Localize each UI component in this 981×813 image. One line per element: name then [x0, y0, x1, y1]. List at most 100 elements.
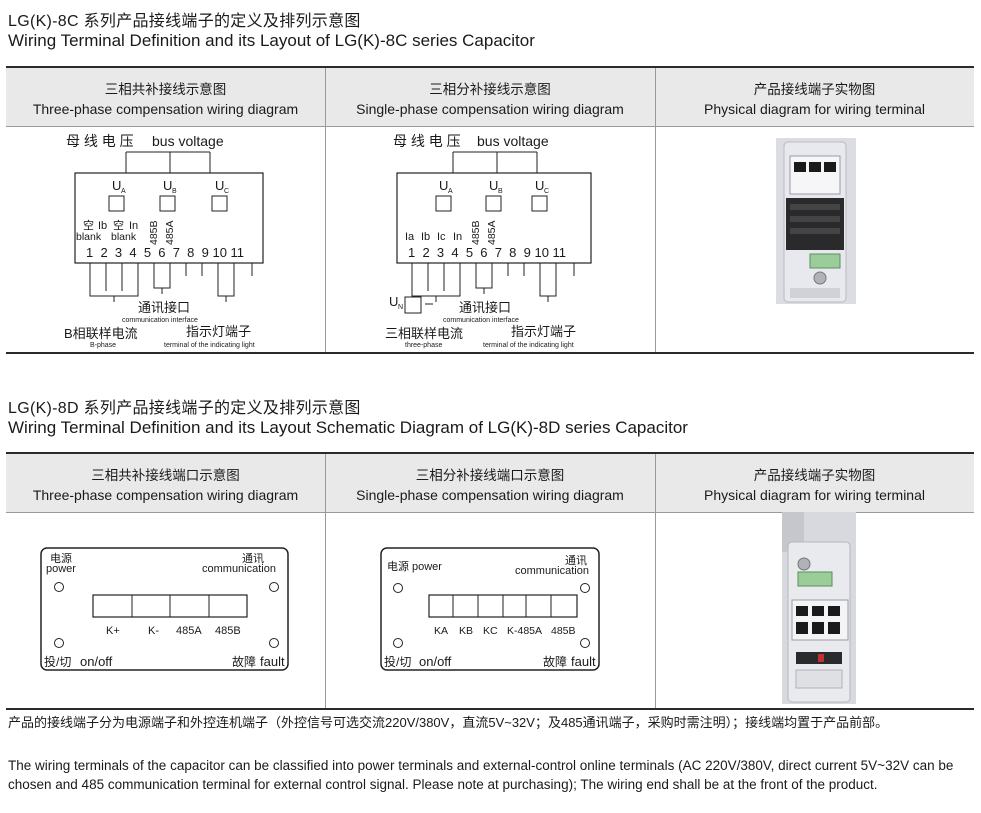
d1-bphase-en: B-phase — [90, 342, 116, 349]
p2-label-kb: KB — [459, 625, 473, 637]
d2-uc: U — [535, 178, 544, 193]
d1-t4: In — [129, 220, 138, 232]
p1-led-power — [54, 582, 64, 592]
d1-uc-terminal — [211, 195, 228, 212]
section2-table: 三相共补接线端口示意图 Three-phase compensation wir… — [6, 452, 974, 710]
section1-title-cn: LG(K)-8C 系列产品接线端子的定义及排列示意图 — [8, 13, 361, 30]
p1-power-en: power — [46, 563, 76, 575]
d2-un-sub: N — [398, 304, 403, 311]
d1-t6: 485A — [164, 220, 176, 245]
product-8c-illustration — [776, 138, 856, 304]
s2-col2-cn: 三相分补接线端口示意图 — [415, 468, 565, 483]
d2-ub-sub: B — [498, 188, 503, 195]
p2-power-cn: 电源 — [387, 559, 409, 573]
d1-t1-en: blank — [76, 231, 102, 243]
d1-bus-cn: 母 线 电 压 — [66, 133, 134, 149]
product-photo-8d — [782, 512, 856, 704]
wiring-diagram-three-phase-8c: 母 线 电 压 bus voltage U A U B U C 空 Ib 空 I… — [64, 133, 264, 349]
s2-divider-1 — [325, 454, 326, 708]
d2-ua-sub: A — [448, 188, 453, 195]
d2-ua: U — [439, 178, 448, 193]
p2-fault-cn: 故障 — [543, 654, 567, 669]
d2-three-cn: 三相联样电流 — [385, 326, 463, 341]
p1-comm-cn: 通讯 — [242, 552, 264, 565]
p2-onoff-en: on/off — [419, 654, 452, 669]
d2-t4: In — [453, 231, 462, 243]
d1-t3: 空 — [113, 218, 124, 232]
p2-label-k-485a: K-485A — [507, 625, 542, 637]
d1-ub: U — [163, 178, 172, 193]
p1-outline — [40, 547, 289, 671]
d2-t6: 485A — [486, 220, 498, 245]
p1-led-comm — [269, 582, 279, 592]
s2-col2-header: 三相分补接线端口示意图 Single-phase compensation wi… — [325, 454, 655, 512]
p2-outline — [380, 547, 600, 671]
p1-label-kminus: K- — [148, 625, 159, 637]
footer-note-cn: 产品的接线端子分为电源端子和外控连机端子（外控信号可选交流220V/380V，直… — [8, 715, 889, 730]
d1-uc-sub: C — [224, 188, 229, 195]
d2-bus-en: bus voltage — [477, 133, 549, 149]
product-8d-illustration — [782, 512, 856, 704]
d1-light-cn: 指示灯端子 — [186, 324, 251, 339]
d2-comm-en: communication interface — [443, 317, 519, 324]
section2-table-header: 三相共补接线端口示意图 Three-phase compensation wir… — [6, 454, 974, 513]
d1-bphase-cn: B相联样电流 — [64, 326, 138, 341]
d2-t2: Ib — [421, 231, 430, 243]
product-photo-8c — [776, 138, 856, 304]
p1-led-onoff — [54, 638, 64, 648]
p2-led-comm — [580, 583, 590, 593]
d2-t1: Ia — [405, 231, 415, 243]
d2-bus-cn: 母 线 电 压 — [393, 133, 461, 149]
terminal-panel-single-phase-8d: 电源 power 通讯 communication KA KB KC K-485… — [380, 547, 600, 671]
d1-ua-sub: A — [121, 188, 126, 195]
s2-col1-cn: 三相共补接线端口示意图 — [91, 468, 240, 483]
s1-col2-en: Single-phase compensation wiring diagram — [356, 101, 624, 117]
p2-led-power — [393, 583, 403, 593]
d2-t3: Ic — [437, 231, 446, 243]
p2-label-485b: 485B — [551, 625, 576, 637]
d1-t1: 空 — [83, 218, 94, 232]
wiring-diagram-single-phase-8c: 母 线 电 压 bus voltage U A U B U C Ia Ib Ic… — [385, 133, 592, 349]
p1-fault-en: fault — [260, 654, 285, 669]
p2-fault-en: fault — [571, 654, 596, 669]
terminal-panel-three-phase-8d: 电源 power 通讯 communication K+ K- 485A 485… — [40, 547, 289, 671]
s1-divider-1 — [325, 68, 326, 352]
d2-ub-terminal — [485, 195, 502, 212]
s1-col3-cn: 产品接线端子实物图 — [753, 82, 876, 97]
d1-ub-terminal — [159, 195, 176, 212]
section2-title-cn: LG(K)-8D 系列产品接线端子的定义及排列示意图 — [8, 400, 361, 417]
s2-col3-header: 产品接线端子实物图 Physical diagram for wiring te… — [655, 454, 974, 512]
d2-comm-cn: 通讯接口 — [459, 300, 511, 315]
d2-ua-terminal — [435, 195, 452, 212]
d1-ua: U — [112, 178, 121, 193]
d2-uc-terminal — [531, 195, 548, 212]
s1-col3-en: Physical diagram for wiring terminal — [704, 101, 925, 117]
section1-table: 三相共补接线示意图 Three-phase compensation wirin… — [6, 66, 974, 354]
p2-label-kc: KC — [483, 625, 498, 637]
d2-box — [396, 172, 592, 264]
d2-ub: U — [489, 178, 498, 193]
s1-col2-header: 三相分补接线示意图 Single-phase compensation wiri… — [325, 68, 655, 126]
d2-terminal-numbers: 1 2 3 4 5 6 7 8 9 10 11 — [408, 245, 566, 260]
d2-un-terminal — [404, 296, 422, 314]
p1-label-kplus: K+ — [106, 625, 120, 637]
s2-divider-2 — [655, 454, 656, 708]
d2-t5: 485B — [470, 220, 482, 245]
s2-col1-en: Three-phase compensation wiring diagram — [32, 487, 299, 503]
d1-t2: Ib — [98, 220, 107, 232]
d1-terminal-numbers: 1 2 3 4 5 6 7 8 9 10 11 — [86, 245, 244, 260]
s2-col1-header: 三相共补接线端口示意图 Three-phase compensation wir… — [6, 454, 325, 512]
s1-col1-header: 三相共补接线示意图 Three-phase compensation wirin… — [6, 68, 325, 126]
section2-title-en: Wiring Terminal Definition and its Layou… — [8, 418, 688, 437]
p1-comm-en: communication — [202, 563, 276, 575]
p2-label-ka: KA — [434, 625, 448, 637]
p1-label-485b: 485B — [215, 625, 241, 637]
d1-ub-sub: B — [172, 188, 177, 195]
d2-light-cn: 指示灯端子 — [511, 324, 576, 339]
d1-uc: U — [215, 178, 224, 193]
d1-t3-en: blank — [111, 231, 137, 243]
d1-comm-en: communication interface — [122, 317, 198, 324]
d1-t5: 485B — [148, 220, 160, 245]
p1-onoff-cn: 投/切 — [44, 654, 71, 669]
s2-col3-en: Physical diagram for wiring terminal — [704, 487, 925, 503]
